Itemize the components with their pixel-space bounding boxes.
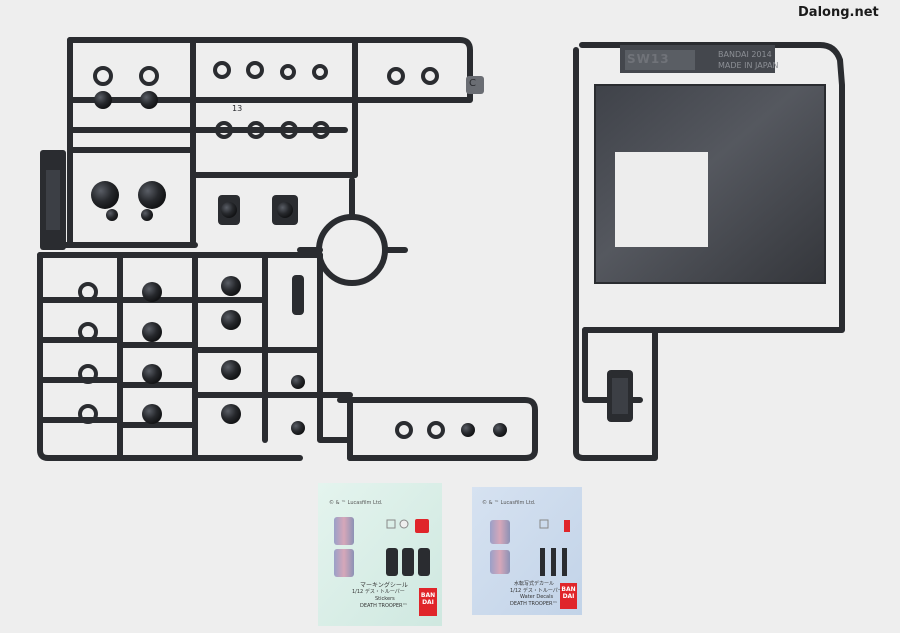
watermark-text: Dalong.net <box>798 5 879 20</box>
sheet2-bandai-logo: BAN DAI <box>561 586 576 600</box>
sheet1-title-jp: マーキングシール <box>360 582 408 589</box>
runner-parts-lower <box>78 275 507 439</box>
sheet2-product: DEATH TROOPER™ <box>510 601 558 607</box>
runner-right-tag: SW13 <box>627 52 670 66</box>
sheet1-type: Stickers <box>375 596 395 602</box>
sheet2-type: Water Decals <box>520 594 554 600</box>
sheet1-copyright: © & ™ Lucasfilm Ltd. <box>329 500 383 506</box>
sheet1-product: DEATH TROOPER™ <box>360 603 408 609</box>
sheet1-bandai-logo: BAN DAI <box>420 592 436 606</box>
runner-right-origin: MADE IN JAPAN <box>718 61 779 70</box>
runner-gate-letter: C <box>469 78 476 89</box>
sheet1-scale: 1/12 デス・トルーパー <box>352 589 405 595</box>
sheet2-copyright: © & ™ Lucasfilm Ltd. <box>482 500 536 506</box>
runner-parts-upper <box>91 61 484 225</box>
sheet2-title-jp: 水転写式デカール <box>514 581 555 587</box>
runner-right-brand: BANDAI 2014 <box>718 50 772 59</box>
plate-window <box>615 152 708 247</box>
runner-part-number: 13 <box>232 104 243 113</box>
left-runner <box>37 37 538 461</box>
sheet2-scale: 1/12 デス・トルーパー <box>510 588 563 594</box>
